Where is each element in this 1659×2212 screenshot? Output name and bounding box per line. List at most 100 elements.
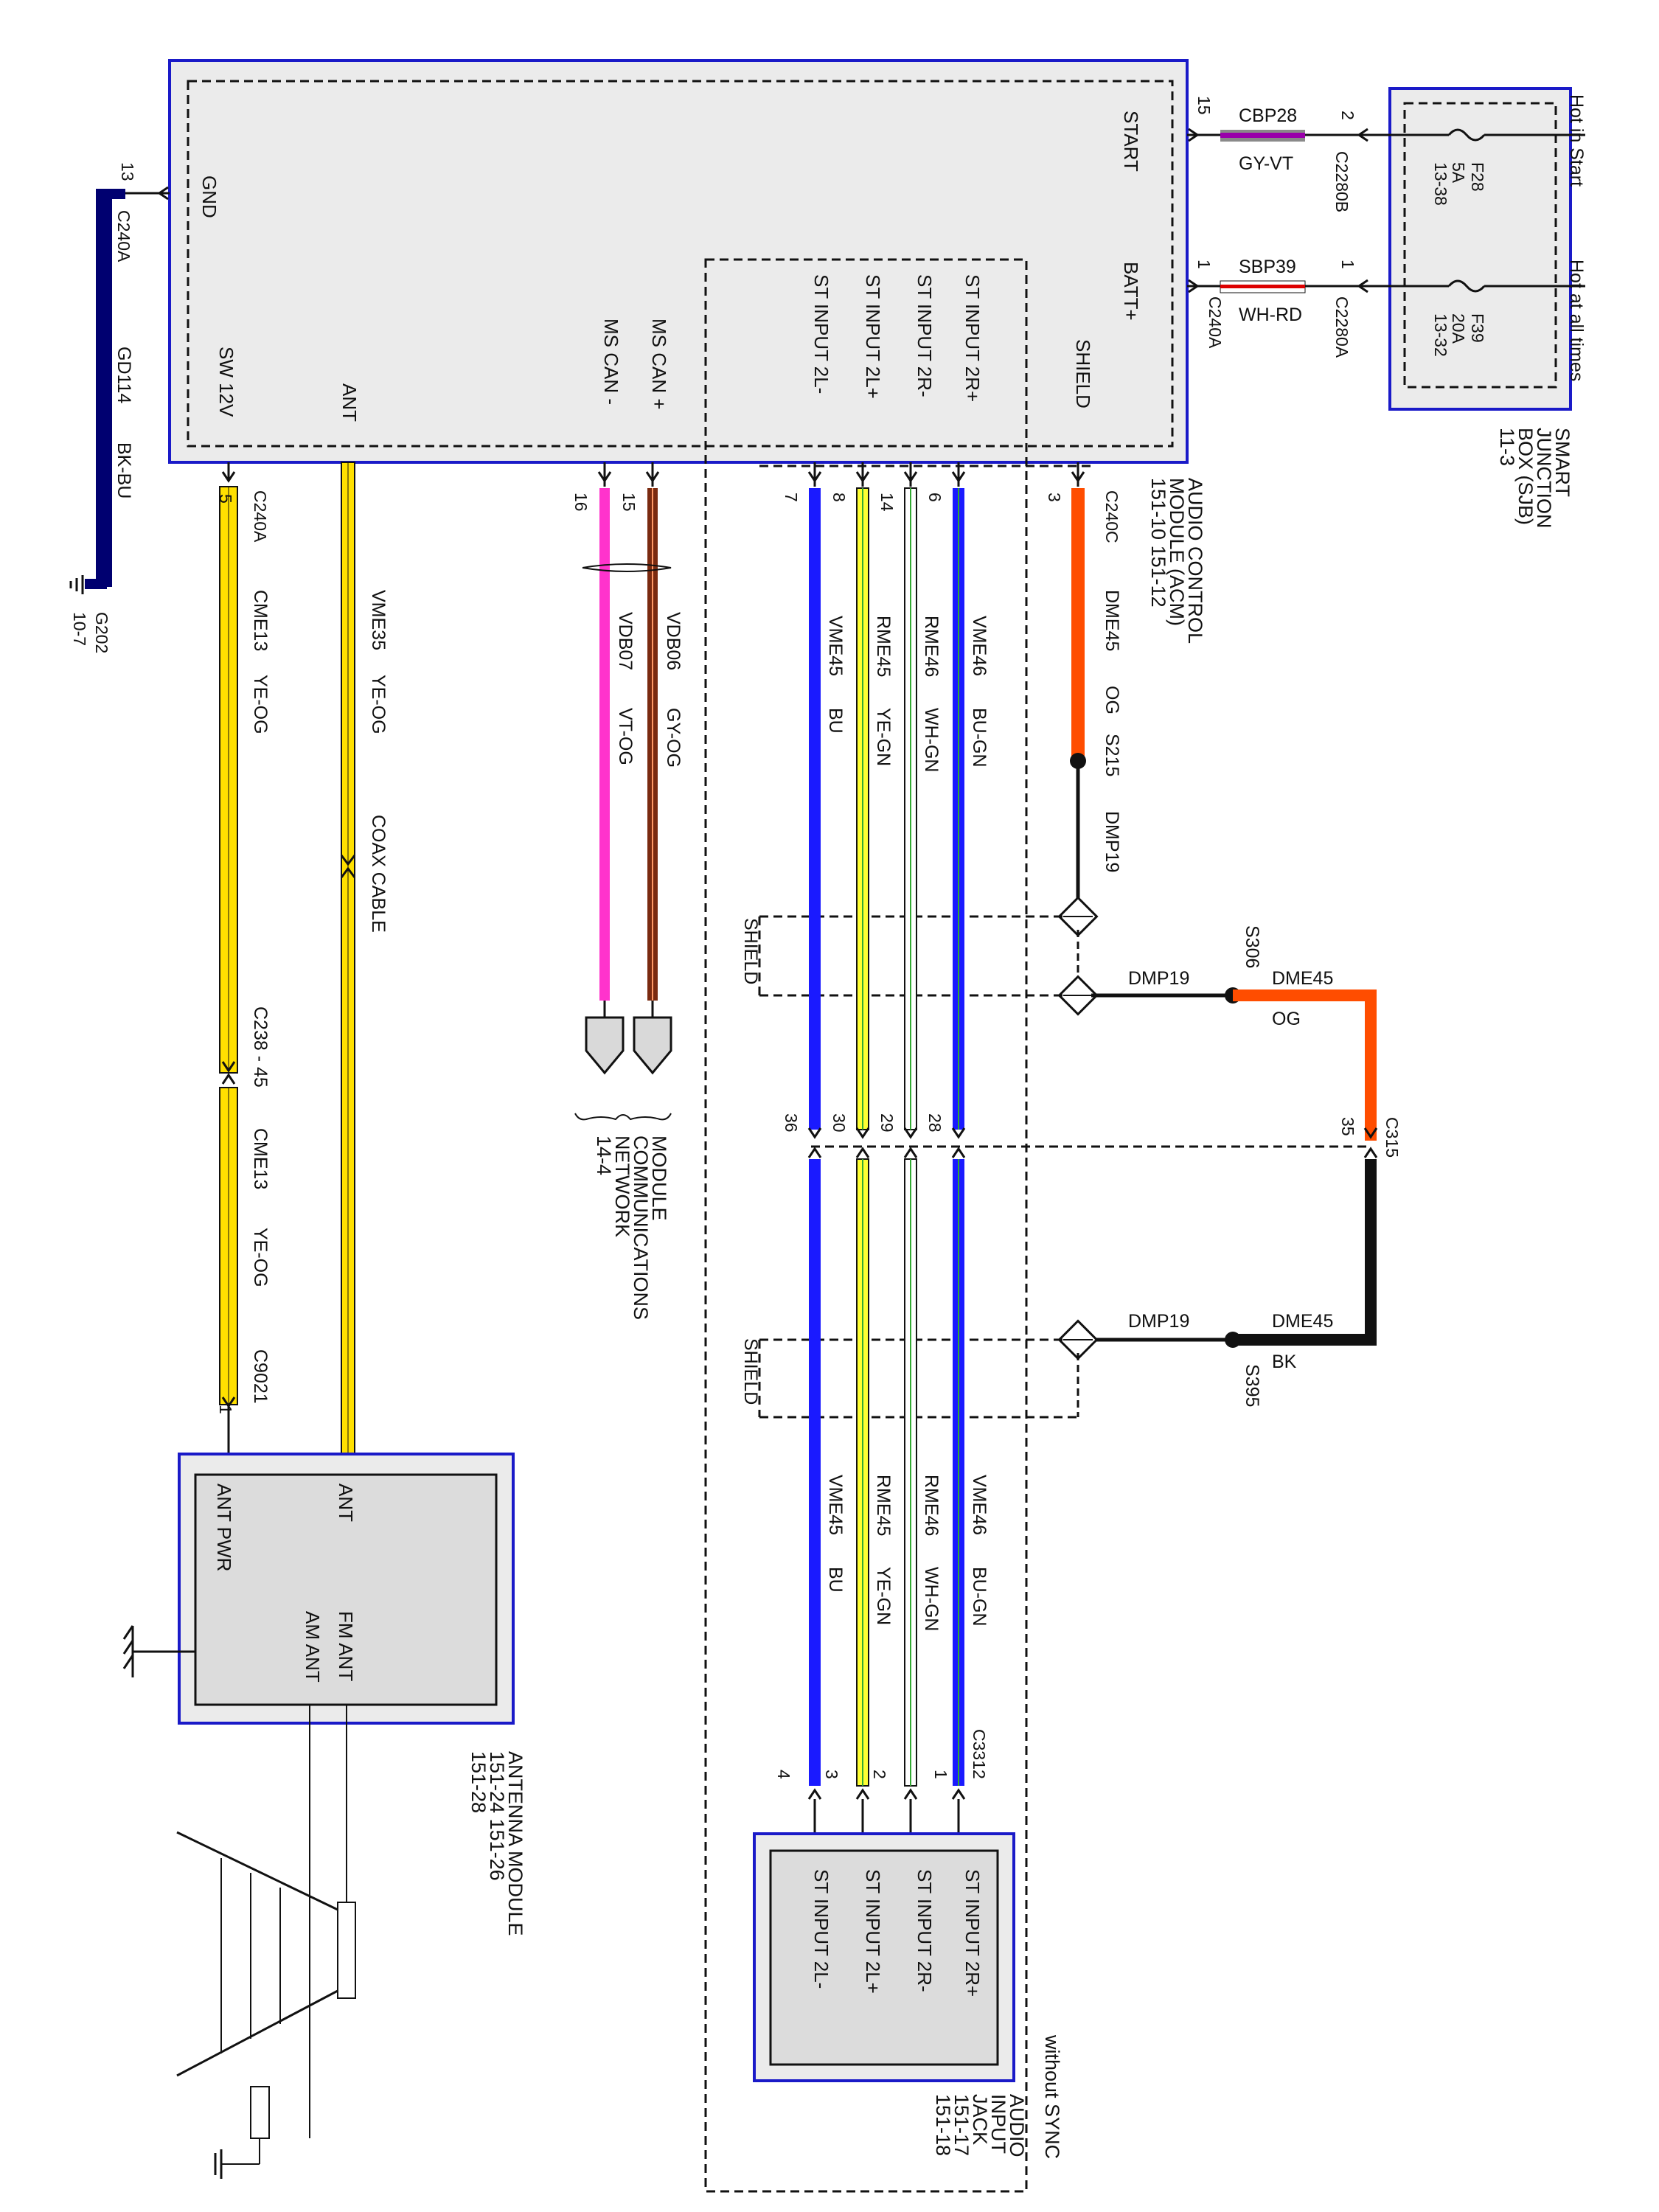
fuse-f28-name: F28 xyxy=(1468,162,1487,192)
wire-gy-og-label: GY-OG xyxy=(663,708,684,768)
pin-label: 4 xyxy=(774,1770,793,1779)
jack-title-3: JACK xyxy=(969,2094,991,2145)
jack-title-4: 151-17 xyxy=(950,2094,973,2156)
connector-icon xyxy=(1071,471,1085,483)
sjb-title-4: 11-3 xyxy=(1496,428,1518,466)
acm-sw12v-label: SW 12V xyxy=(215,347,237,417)
connector-icon xyxy=(1188,128,1200,142)
mcn-title-4: 14-4 xyxy=(593,1135,615,1175)
wire-vme45-label: VME45 xyxy=(825,616,846,676)
wire-rme46-label: RME46 xyxy=(921,1475,942,1536)
pin-label: 8 xyxy=(830,493,849,502)
audio-control-module: START BATT+ SHIELD ST INPUT 2R+ ST INPUT… xyxy=(168,59,1206,2193)
wire-cme13-label: CME13 xyxy=(250,1128,271,1189)
ant-coax-circuit: VME35 YE-OG COAX CABLE xyxy=(340,462,389,1455)
start-feed: 15 CBP28 GY-VT 2 C2280B xyxy=(1187,96,1368,212)
sjb-title-3: BOX (SJB) xyxy=(1514,428,1537,525)
wire-vdb07-label: VDB07 xyxy=(615,612,636,670)
connector-icon xyxy=(221,1073,236,1085)
wire-bu-label: BU xyxy=(825,1567,846,1593)
antenna-title-1: ANTENNA MODULE xyxy=(504,1751,526,1936)
mcn-title-1: MODULE xyxy=(648,1135,670,1221)
wire-bu-gn-label: BU-GN xyxy=(969,708,990,768)
pin-label: 1 xyxy=(931,1770,950,1779)
connector-c2280a-label: C2280A xyxy=(1332,296,1352,358)
coax-cable-label: COAX CABLE xyxy=(368,815,389,933)
pin-label: 35 xyxy=(1338,1117,1357,1136)
wire-bu-gn-label: BU-GN xyxy=(969,1567,990,1627)
acm-st-2l-minus-label: ST INPUT 2L- xyxy=(810,274,832,394)
connector-icon xyxy=(157,186,169,201)
pin-label: 15 xyxy=(1194,96,1214,115)
wire-dme45-label: DME45 xyxy=(1102,590,1122,651)
wire-dmp19-label: DMP19 xyxy=(1102,811,1122,872)
pin-label: 2 xyxy=(1338,111,1357,120)
fuse-f39-ref: 13-32 xyxy=(1431,313,1450,357)
connector-c240a-label: C240A xyxy=(114,210,133,262)
sw12v-circuit: 5 C240A CME13 YE-OG C238 - 45 CME13 YE-O… xyxy=(216,462,271,1453)
ground-ref-label: 10-7 xyxy=(70,612,89,646)
pin-label: 1 xyxy=(216,1405,235,1414)
fuse-icon xyxy=(1447,128,1486,142)
connector-icon xyxy=(1357,128,1368,142)
shield-circuit: 3 C240C DME45 OG S215 DMP19 SHIELD S306 … xyxy=(740,462,1402,1419)
connector-c315-label: C315 xyxy=(1382,1117,1402,1158)
pin-label: 13 xyxy=(118,162,137,181)
wire-dmp19-label: DMP19 xyxy=(1128,968,1189,989)
wire-sbp39-label: SBP39 xyxy=(1239,257,1296,277)
wire-rme45-label: RME45 xyxy=(873,616,894,677)
chassis-ground-icon xyxy=(122,1625,134,1677)
smart-junction-box: Hot in Start Hot at all times F28 5A 13-… xyxy=(1368,87,1587,529)
splice-s215-label: S215 xyxy=(1102,734,1122,776)
wire-gy-vt-label: GY-VT xyxy=(1239,153,1293,174)
connector-icon xyxy=(221,1397,236,1408)
wire-ye-og-label: YE-OG xyxy=(368,675,389,734)
wire-bu-label: BU xyxy=(825,708,846,734)
acm-title-1: AUDIO CONTROL xyxy=(1184,478,1206,644)
pin-label: 15 xyxy=(619,493,639,512)
acm-gnd-label: GND xyxy=(198,175,220,218)
st-input-wires: 7 8 14 6 VME45 BU RME45 YE-GN RME46 WH-G… xyxy=(774,462,990,1836)
wire-vme46-label: VME46 xyxy=(969,616,990,676)
ground-circuit: 13 C240A GD114 BK-BU G202 10-7 xyxy=(69,162,170,653)
connector-icon xyxy=(597,471,612,483)
acm-title-3: 151-10 151-12 xyxy=(1147,478,1169,608)
connector-icon xyxy=(1363,1147,1378,1158)
connector-icon xyxy=(221,471,236,483)
wire-dme45-label: DME45 xyxy=(1272,968,1333,989)
pin-label: 1 xyxy=(1194,260,1214,269)
pin-label: 6 xyxy=(925,493,945,502)
pin-label: 7 xyxy=(782,493,801,502)
fm-ant-label: FM ANT xyxy=(335,1611,357,1681)
pin-label: 3 xyxy=(822,1770,841,1779)
acm-st-2l-plus-label: ST INPUT 2L+ xyxy=(862,274,884,399)
splice-s306-label: S306 xyxy=(1242,925,1262,968)
acm-st-2r-minus-label: ST INPUT 2R- xyxy=(914,274,936,397)
pin-label: 2 xyxy=(870,1770,889,1779)
mcn-title-3: NETWORK xyxy=(611,1135,633,1237)
network-arrow-icon xyxy=(585,1016,625,1075)
brace-icon xyxy=(574,1113,672,1121)
jack-st-2l-plus-label: ST INPUT 2L+ xyxy=(862,1869,884,1994)
pin-label: 30 xyxy=(830,1113,849,1133)
wire-ye-gn-label: YE-GN xyxy=(873,1567,894,1625)
twisted-pair-icon xyxy=(582,563,672,572)
wire-ye-og-label: YE-OG xyxy=(250,675,271,734)
pin-label: 29 xyxy=(877,1113,897,1133)
batt-feed: 1 C240A SBP39 WH-RD 1 C2280A xyxy=(1187,257,1368,358)
wire-vme45-label: VME45 xyxy=(825,1475,846,1535)
wire-og-label: OG xyxy=(1272,1009,1301,1029)
pin-label: 36 xyxy=(782,1113,801,1133)
connector-c2280b-label: C2280B xyxy=(1332,151,1352,212)
antenna-mast-icon xyxy=(337,1902,356,1999)
connector-icon xyxy=(340,866,356,878)
fuse-f39-rating: 20A xyxy=(1449,313,1468,344)
connector-c240c-label: C240C xyxy=(1102,490,1121,543)
fuse-f39-name: F39 xyxy=(1468,313,1487,343)
wire-rme46-label: RME46 xyxy=(921,616,942,677)
jack-st-2r-minus-label: ST INPUT 2R- xyxy=(914,1869,936,1992)
fuse-f28-rating: 5A xyxy=(1449,162,1468,184)
shield-label: SHIELD xyxy=(740,1338,761,1405)
wire-cme13-label: CME13 xyxy=(250,590,271,651)
